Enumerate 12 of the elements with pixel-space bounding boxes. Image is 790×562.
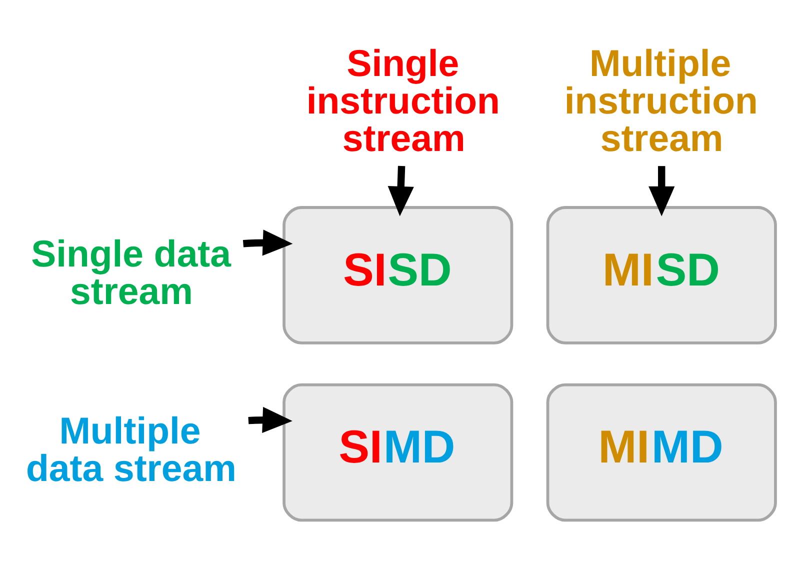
node-box: SISD [282, 206, 514, 344]
node-box: MIMD [546, 383, 777, 522]
node-text: Multiple instruction stream [564, 42, 758, 160]
arrow [248, 406, 292, 434]
node-text: Multiple data stream [26, 410, 236, 490]
node-text: Single instruction stream [306, 42, 500, 160]
arrow [388, 166, 414, 216]
node-box: SIMD [282, 383, 514, 522]
arrow [648, 166, 675, 216]
node-text: Single data stream [31, 232, 231, 312]
node-box: MISD [546, 206, 777, 344]
arrow [242, 230, 293, 256]
